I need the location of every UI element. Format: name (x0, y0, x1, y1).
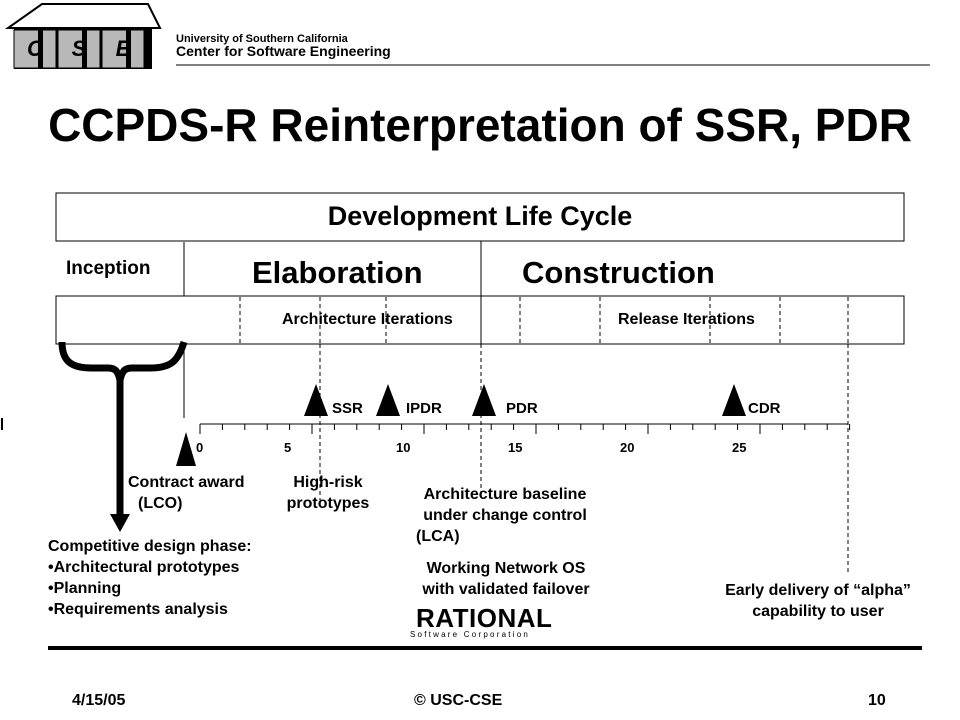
pdr-marker (472, 384, 496, 416)
contract-award-marker (176, 432, 196, 466)
usc-logo (4, 3, 162, 69)
contract-award-note: Contract award (LCO) (128, 474, 245, 512)
tick-label: 25 (732, 440, 747, 455)
footer-page-number: 10 (868, 692, 886, 709)
arch-baseline-note: Architecture baseline under change contr… (416, 486, 587, 545)
rational-logo-tagline: S o f t w a r e C o r p o r a t i o n (410, 630, 528, 639)
university-name: University of Southern California (176, 33, 348, 45)
tick-label: 10 (396, 440, 411, 455)
milestone-markers (176, 384, 746, 466)
milestone-ipdr: IPDR (406, 400, 442, 417)
timeline-axis (199, 423, 851, 434)
early-delivery-note: Early delivery of “alpha” capability to … (725, 582, 911, 620)
list-item: •Requirements analysis (48, 601, 228, 618)
working-os-note: Working Network OS with validated failov… (422, 560, 590, 598)
phase-inception: Inception (66, 258, 151, 279)
list-item: •Planning (48, 580, 122, 597)
milestone-pdr: PDR (506, 400, 538, 417)
competitive-phase-list: Competitive design phase: •Architectural… (48, 536, 252, 620)
footer-copyright: © USC-CSE (414, 692, 503, 709)
center-name: Center for Software Engineering (176, 43, 391, 59)
logo-letter-e: E (115, 36, 131, 61)
rational-logo-name: RATIONAL (416, 603, 553, 633)
ipdr-marker (376, 384, 400, 416)
tick-label: 0 (196, 440, 204, 455)
iterations-box (55, 295, 905, 345)
milestone-cdr: CDR (748, 400, 781, 417)
inception-brace (58, 340, 188, 381)
tick-label: 5 (284, 440, 292, 455)
list-item: •Architectural prototypes (48, 559, 240, 576)
architecture-iterations-label: Architecture Iterations (282, 311, 453, 328)
tick-label: 15 (508, 440, 523, 455)
lifecycle-label: Development Life Cycle (327, 201, 633, 231)
logo-top-text: USC (76, 4, 104, 19)
page-title: CCPDS-R Reinterpretation of SSR, PDR (48, 99, 912, 151)
release-iterations-label: Release Iterations (618, 311, 755, 328)
cdr-marker (722, 384, 746, 416)
phase-construction: Construction (522, 255, 715, 290)
lifecycle-box (55, 192, 905, 242)
iteration-dividers (239, 297, 849, 343)
logo-letter-c: C (27, 36, 43, 61)
phase-elaboration: Elaboration (252, 255, 423, 290)
competitive-heading: Competitive design phase: (48, 538, 252, 555)
footer-date: 4/15/05 (72, 692, 126, 709)
logo-letter-s: S (71, 36, 87, 61)
tick-label: 20 (620, 440, 635, 455)
ssr-marker (304, 384, 328, 416)
milestone-ssr: SSR (332, 400, 363, 417)
high-risk-note: High-risk prototypes (286, 474, 370, 512)
